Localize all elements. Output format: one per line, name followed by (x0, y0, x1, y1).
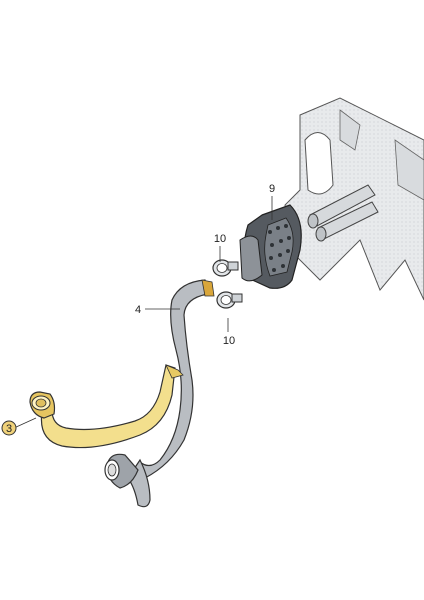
callout-3[interactable]: 3 (1, 420, 17, 436)
callout-9-label[interactable]: 9 (269, 183, 275, 195)
seal-grommet (239, 204, 302, 289)
hose-3-highlighted (29, 364, 184, 449)
leader-lines (13, 196, 273, 429)
heater-core-pipes (307, 184, 379, 242)
callout-10-bottom-label[interactable]: 10 (223, 335, 235, 347)
callout-10-top-label[interactable]: 10 (214, 233, 226, 245)
clamp-lower (216, 291, 243, 309)
clamp-upper (212, 259, 239, 277)
hose-4 (104, 279, 215, 508)
callout-4-label[interactable]: 4 (135, 304, 141, 316)
callout-3-label: 3 (6, 423, 12, 435)
